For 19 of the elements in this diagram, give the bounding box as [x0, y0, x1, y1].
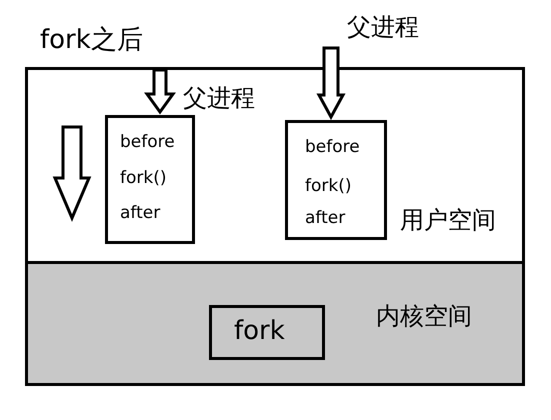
- user-space-panel: [25, 67, 525, 264]
- code-line: before: [305, 137, 360, 157]
- process-label: 父进程: [347, 10, 435, 44]
- process-label: 父进程: [183, 81, 271, 115]
- process-box: [285, 120, 387, 240]
- panel-label: 用户空间: [400, 205, 496, 236]
- code-line: after: [305, 208, 346, 228]
- code-line: fork(): [120, 168, 166, 188]
- panel-label: 内核空间: [376, 301, 472, 332]
- process-box: [105, 115, 195, 244]
- arrow: [144, 68, 176, 115]
- code-line: before: [120, 132, 175, 152]
- code-line: after: [120, 203, 160, 223]
- title: fork之后: [40, 24, 143, 57]
- syscall-box: [209, 305, 325, 360]
- arrow: [316, 46, 346, 120]
- box-label: fork: [234, 316, 285, 346]
- kernel-space-panel: [25, 261, 525, 386]
- code-line: fork(): [305, 176, 352, 196]
